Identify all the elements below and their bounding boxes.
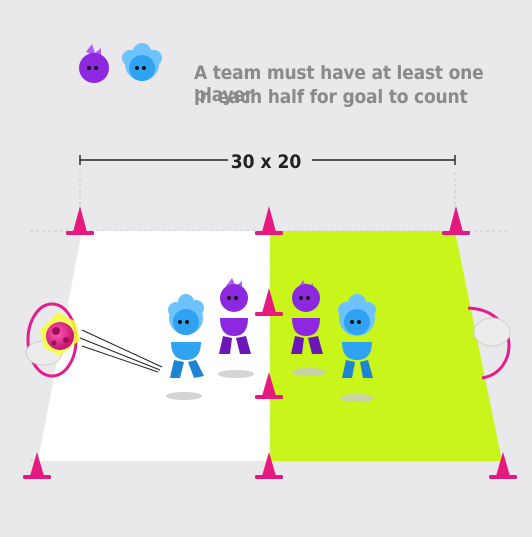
blue-player-icon (122, 43, 162, 81)
field-dimension-label: 30 x 20 (0, 151, 532, 173)
purple-player-icon (79, 44, 109, 83)
field-right-half (270, 231, 502, 461)
cone-top-left (66, 206, 94, 235)
rule-text-line-2: in each half for goal to count (194, 86, 467, 108)
field-left-half (38, 231, 270, 461)
